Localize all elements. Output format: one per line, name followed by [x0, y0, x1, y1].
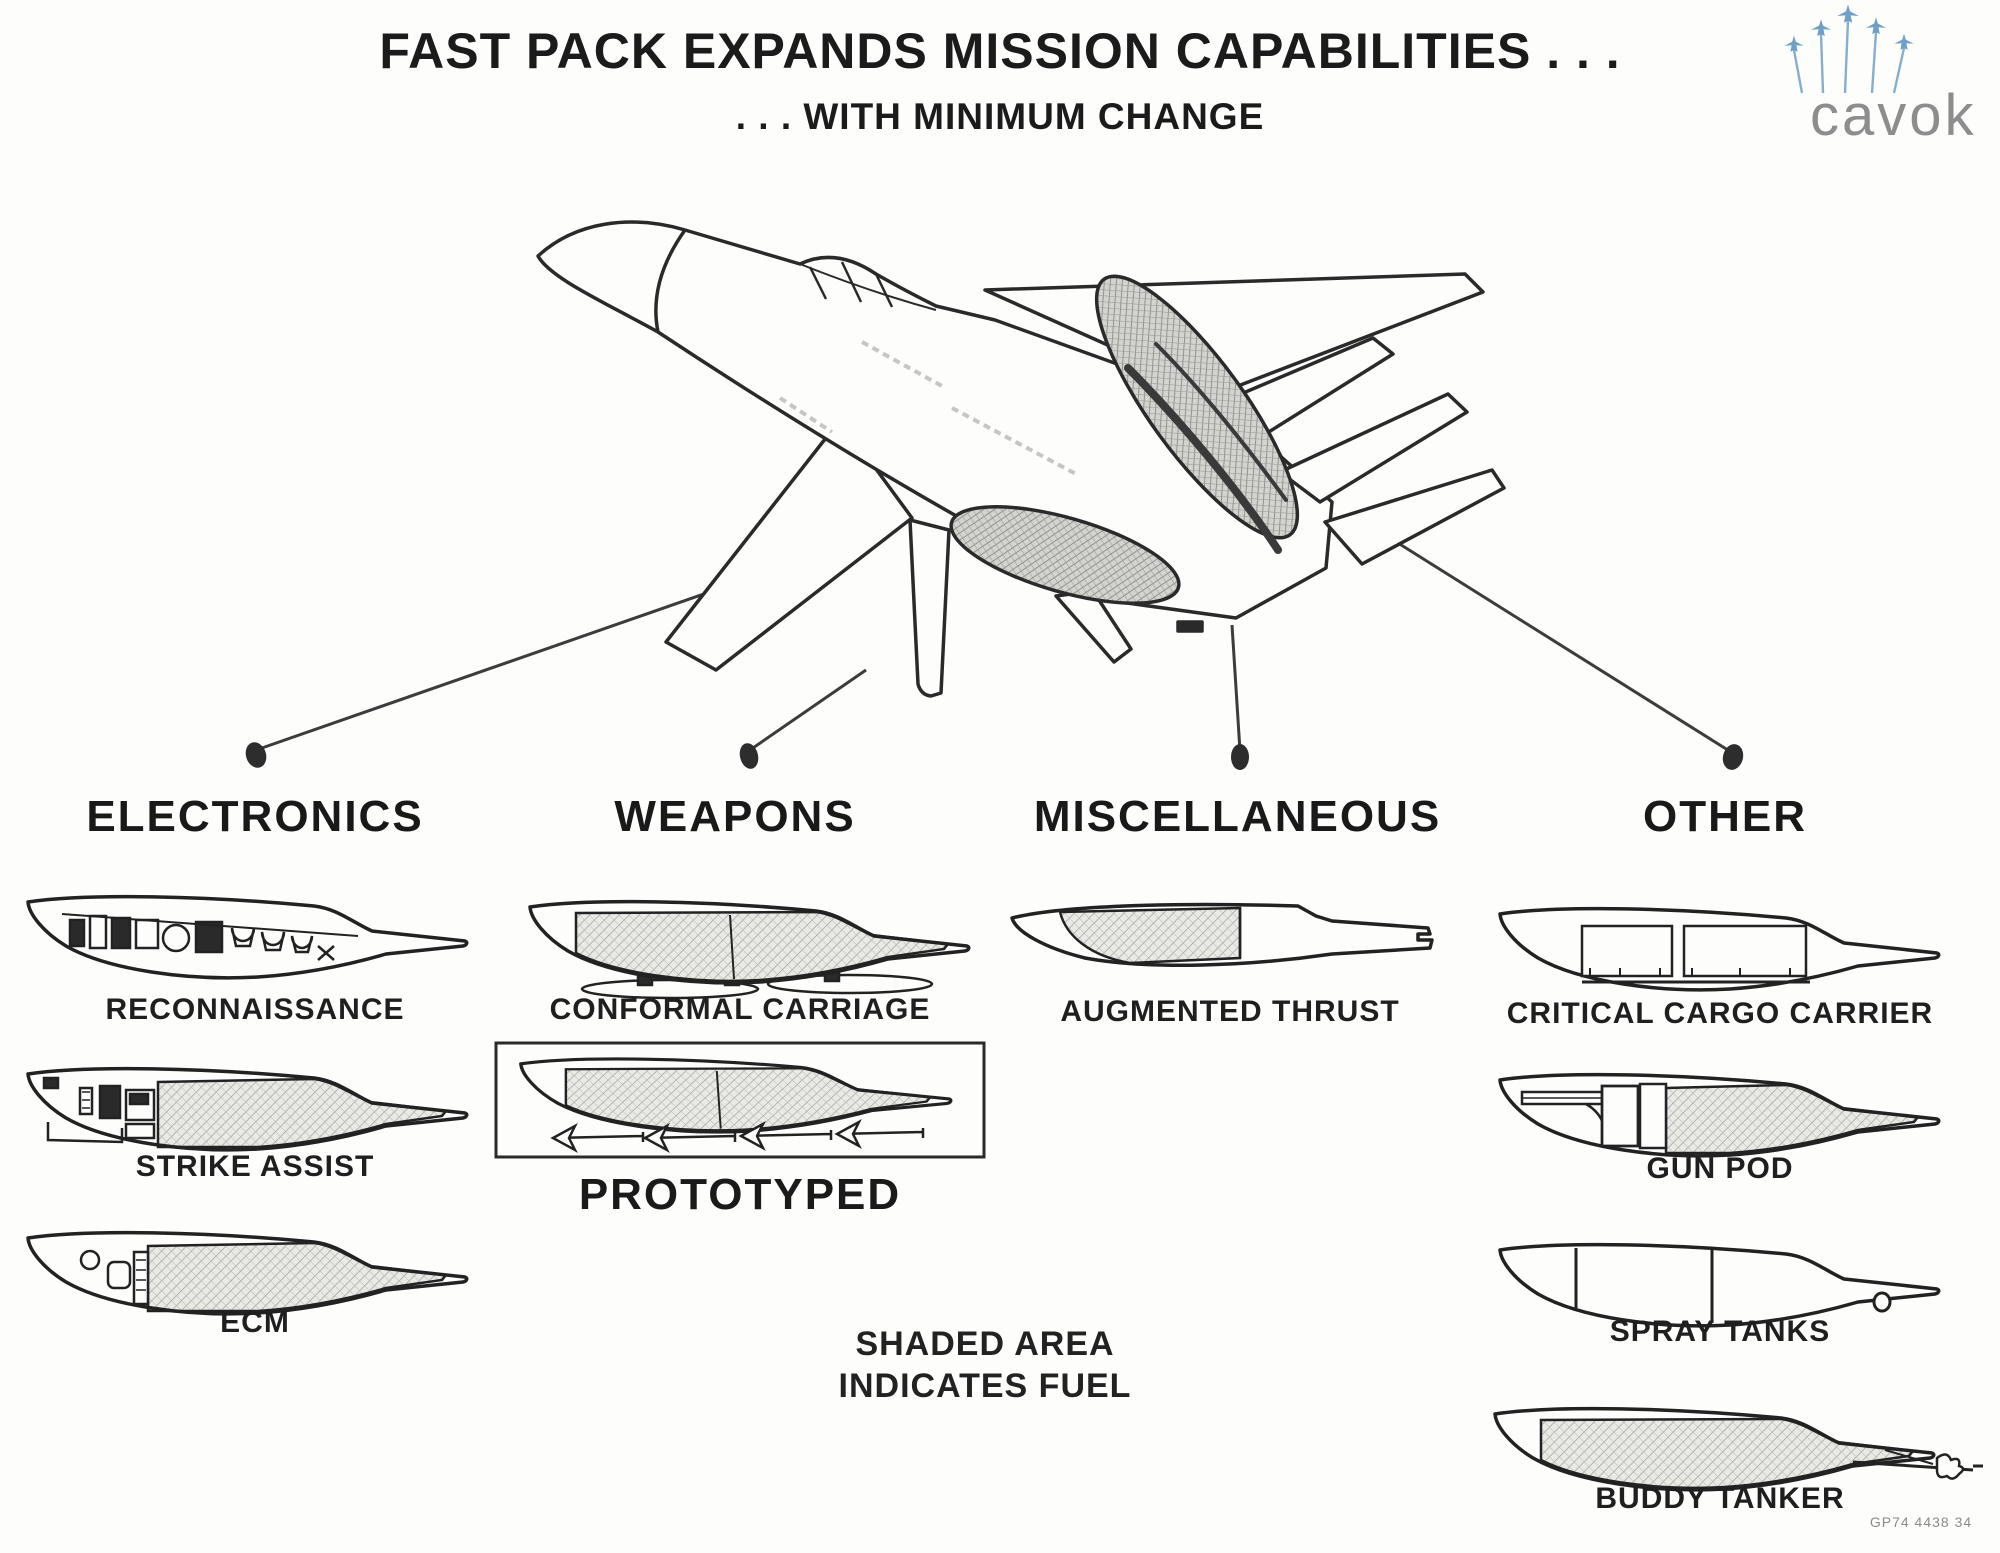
category-header-weapons: WEAPONS	[614, 792, 856, 841]
pod-label-ecm: ECM	[220, 1306, 290, 1339]
page-title: FAST PACK EXPANDS MISSION CAPABILITIES .…	[379, 23, 1621, 79]
cavok-logo-text: cavok	[1810, 83, 1977, 148]
legend-note-line1: SHADED AREA	[855, 1325, 1115, 1363]
pod-label-augmented-thrust: AUGMENTED THRUST	[1060, 995, 1400, 1028]
pod-illustration-augmented-thrust	[1010, 902, 1434, 967]
legend-note-line2: INDICATES FUEL	[838, 1367, 1132, 1405]
pod-illustration-ecm	[26, 1230, 469, 1316]
pod-illustration-conformal-carriage	[528, 899, 971, 1000]
pod-label-buddy-tanker: BUDDY TANKER	[1595, 1482, 1845, 1515]
category-header-miscellaneous: MISCELLANEOUS	[1033, 792, 1442, 841]
drawing-part-number: GP74 4438 34	[1869, 1514, 1973, 1530]
category-header-electronics: ELECTRONICS	[86, 792, 424, 841]
pod-illustration-buddy-tanker	[1493, 1406, 1983, 1492]
pod-illustration-strike-assist	[26, 1066, 469, 1152]
cavok-logo: cavok	[1724, 0, 2000, 150]
pod-illustration-gun-pod	[1498, 1072, 1941, 1158]
pod-illustration-reconnaissance	[26, 894, 469, 980]
pod-label-reconnaissance: RECONNAISSANCE	[105, 993, 405, 1026]
aircraft-illustration	[536, 220, 1506, 698]
pod-label-critical-cargo-carrier: CRITICAL CARGO CARRIER	[1506, 997, 1934, 1030]
pod-illustration-prototyped	[494, 1041, 986, 1159]
pod-illustration-spray-tanks	[1498, 1242, 1941, 1328]
pod-label-conformal-carriage: CONFORMAL CARRIAGE	[549, 993, 931, 1026]
pod-label-strike-assist: STRIKE ASSIST	[135, 1150, 375, 1183]
pod-label-spray-tanks: SPRAY TANKS	[1609, 1315, 1831, 1348]
page-subtitle: . . . WITH MINIMUM CHANGE	[735, 96, 1265, 137]
pod-illustration-critical-cargo-carrier	[1498, 906, 1941, 992]
category-header-other: OTHER	[1643, 792, 1807, 841]
cavok-logo-planes-icon	[1784, 4, 1914, 94]
pod-label-gun-pod: GUN POD	[1646, 1152, 1794, 1185]
pod-label-prototyped: PROTOTYPED	[578, 1170, 902, 1219]
